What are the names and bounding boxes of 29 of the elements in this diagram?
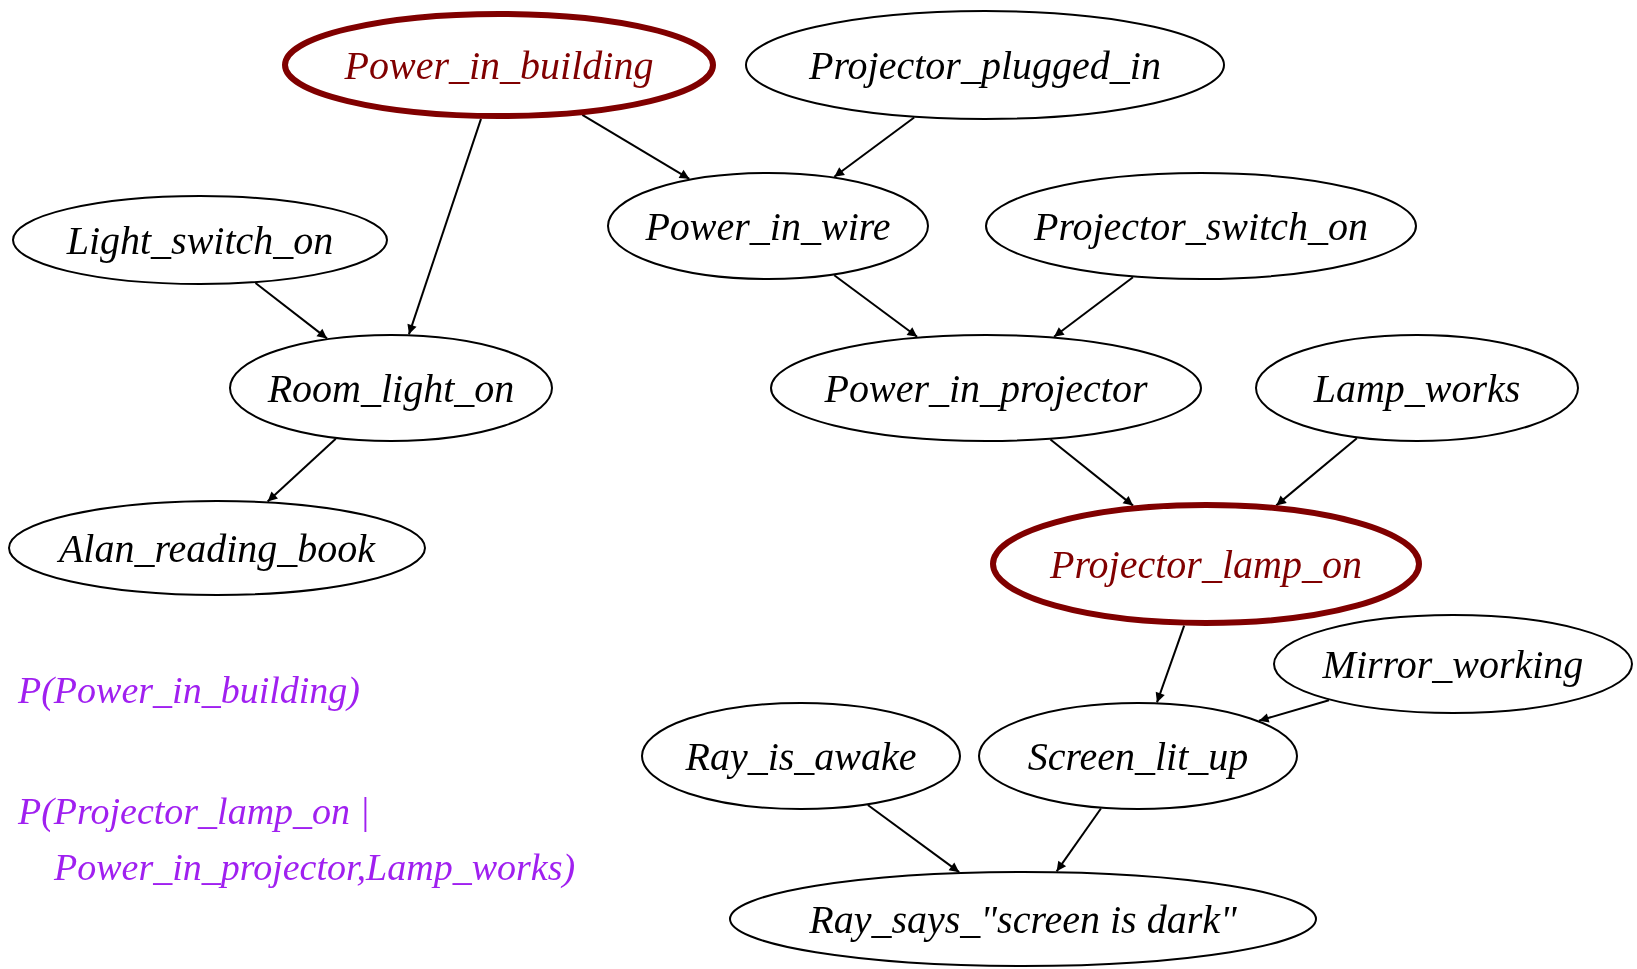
node-label: Power_in_building	[344, 41, 654, 89]
node-label: Alan_reading_book	[58, 524, 376, 572]
node-label: Lamp_works	[1313, 364, 1521, 412]
probability-note: P(Projector_lamp_on | Power_in_projector,Lamp_works)	[18, 789, 577, 890]
arrow	[1155, 624, 1186, 704]
arrow	[407, 117, 482, 336]
node-label: Projector_lamp_on	[1050, 540, 1362, 588]
arrow	[1053, 276, 1134, 338]
node-label: Power_in_wire	[645, 202, 891, 250]
node-label: Ray_says_"screen is dark"	[809, 895, 1237, 943]
node-label: Projector_switch_on	[1033, 202, 1368, 250]
node-label: Projector_plugged_in	[809, 41, 1161, 89]
arrow	[1055, 807, 1102, 873]
arrow	[866, 804, 961, 874]
arrow	[1258, 699, 1330, 723]
node-label: Mirror_working	[1322, 640, 1584, 688]
arrow	[1049, 438, 1135, 507]
node-label: Room_light_on	[267, 364, 515, 412]
node-label: Light_switch_on	[66, 216, 334, 264]
arrow	[833, 274, 919, 338]
node-label: Screen_lit_up	[1027, 732, 1249, 780]
arrow	[266, 437, 337, 503]
arrow	[581, 113, 691, 180]
arrow	[1275, 437, 1358, 507]
probability-note: P(Power_in_building)	[18, 668, 360, 712]
node-label: Ray_is_awake	[685, 732, 917, 780]
node-label: Power_in_projector	[824, 364, 1148, 412]
arrow	[833, 116, 916, 178]
arrow	[254, 282, 328, 340]
